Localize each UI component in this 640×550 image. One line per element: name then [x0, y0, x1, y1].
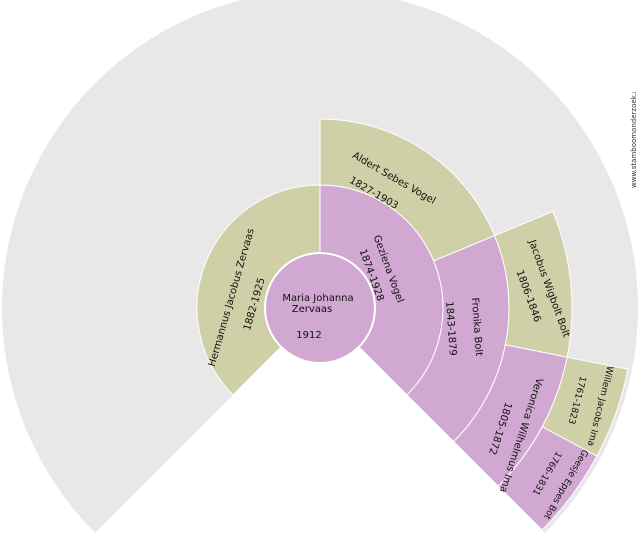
mother-mother-name: Fronika Bolt: [469, 297, 484, 356]
center-name-line1: Maria Johanna: [282, 293, 353, 304]
center-name-line2: Zervaas: [292, 304, 333, 315]
center-person-circle[interactable]: [264, 252, 376, 364]
mother-mother-years: 1843-1879: [443, 301, 458, 356]
center-year: 1912: [296, 330, 321, 341]
watermark-text: www.stamboomonderzoek.net: [630, 92, 638, 188]
segment-mmm-mother[interactable]: [497, 426, 598, 531]
watermark: www.stamboomonderzoek.net: [630, 92, 638, 188]
